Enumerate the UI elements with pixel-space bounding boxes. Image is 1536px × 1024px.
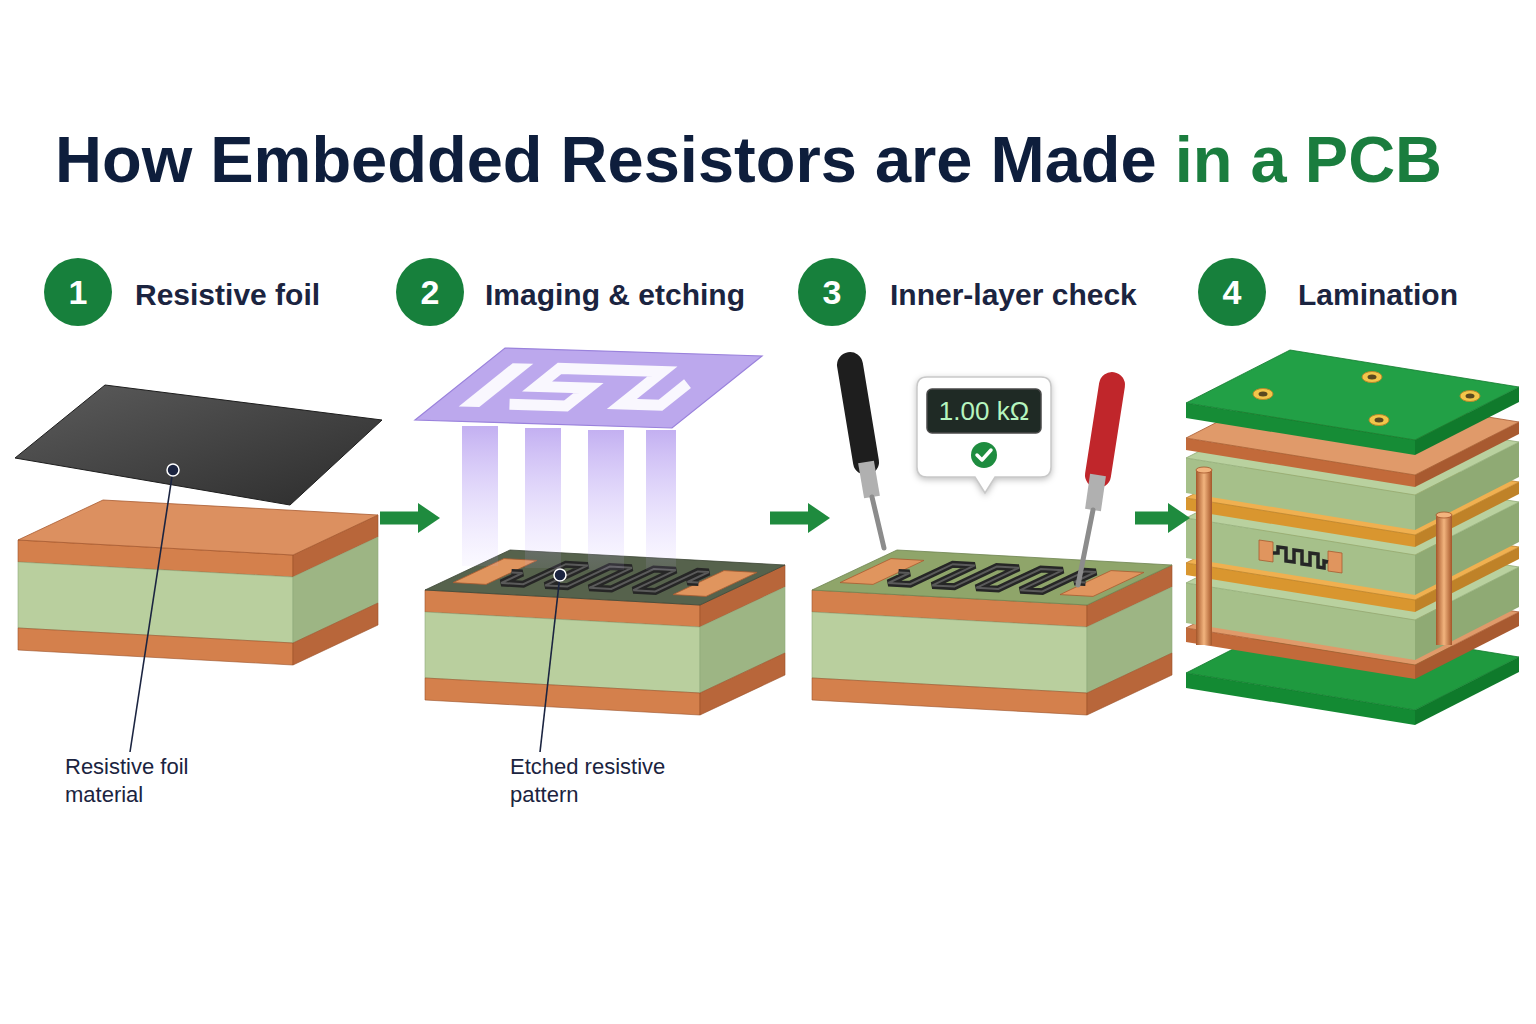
step-heading: Imaging & etching <box>485 275 745 315</box>
red-probe <box>1078 510 1093 585</box>
callout-label: Etched resistive pattern <box>510 753 675 809</box>
plated-hole <box>1466 394 1475 399</box>
laminated-stack <box>1186 350 1519 725</box>
laminated-stack <box>1259 540 1273 562</box>
plated-hole <box>1375 418 1384 423</box>
step-number-text: 3 <box>798 258 866 326</box>
uv-light <box>462 426 676 570</box>
laminate-board <box>18 500 378 555</box>
step-number: 3 <box>798 258 866 326</box>
uv-light <box>588 430 624 570</box>
laminated-stack <box>1273 547 1328 568</box>
test-board <box>812 550 1172 715</box>
laminate-board <box>18 500 378 665</box>
step-number-text: 4 <box>1198 258 1266 326</box>
photomask <box>415 348 762 428</box>
step-panel: Resistive foilResistive foil material1 <box>15 380 380 720</box>
photomask <box>510 368 688 406</box>
step-panel: Imaging & etchingEtched resistive patter… <box>440 340 770 720</box>
red-probe <box>1078 385 1112 585</box>
meter-value: 1.00 kΩ <box>927 389 1041 433</box>
resistive-foil-sheet <box>15 385 382 505</box>
laminated-stack <box>1186 350 1519 440</box>
leader-line <box>130 470 173 752</box>
leader-line <box>130 464 179 752</box>
uv-light <box>525 428 561 568</box>
step-heading: Resistive foil <box>135 275 320 315</box>
process-arrow <box>1135 512 1168 525</box>
laminated-stack <box>1328 551 1342 573</box>
black-probe <box>866 462 872 497</box>
step-number-text: 2 <box>396 258 464 326</box>
test-board <box>840 559 1144 597</box>
plated-hole <box>1460 391 1480 402</box>
check-badge <box>971 442 997 468</box>
diagram-title: How Embedded Resistors are Made in a PCB <box>55 127 1442 192</box>
uv-light <box>462 426 498 566</box>
plated-hole <box>1368 375 1377 380</box>
laminate-board <box>18 500 378 665</box>
meter-readout: 1.00 kΩ <box>915 375 1053 497</box>
meter-display <box>927 389 1041 433</box>
step-number: 4 <box>1198 258 1266 326</box>
via-barrel <box>1196 467 1452 645</box>
plated-hole <box>1253 372 1480 426</box>
black-probe <box>850 365 866 462</box>
via-barrel <box>1436 512 1452 518</box>
step-number-text: 1 <box>44 258 112 326</box>
process-arrow <box>380 512 418 525</box>
laminated-stack <box>1186 350 1519 455</box>
step-number: 1 <box>44 258 112 326</box>
leader-line <box>540 575 560 752</box>
step-number: 2 <box>396 258 464 326</box>
test-board <box>812 550 1172 605</box>
leader-line <box>167 464 179 476</box>
resistive-foil-sheet <box>15 385 382 505</box>
bubble-outline <box>917 377 1051 493</box>
plated-hole <box>1369 415 1389 426</box>
callout-label: Resistive foil material <box>65 753 230 809</box>
plated-hole <box>1259 392 1268 397</box>
process-arrow <box>770 512 808 525</box>
step-panel: Inner-layer check31.00 kΩ <box>830 340 1135 720</box>
plated-hole <box>1253 389 1273 400</box>
etched-board <box>425 550 785 715</box>
uv-light <box>646 430 676 570</box>
black-probe <box>872 497 884 548</box>
leader-line <box>554 569 566 581</box>
via-barrel <box>1196 467 1212 473</box>
callout-bubble <box>915 375 1053 497</box>
check-mark <box>977 450 991 460</box>
via-barrel <box>1196 470 1212 645</box>
step-panel: Lamination4 <box>1190 340 1520 720</box>
step-heading: Inner-layer check <box>890 275 1137 315</box>
photomask <box>415 348 762 428</box>
etched-board <box>425 550 785 715</box>
via-barrel <box>1436 515 1452 645</box>
test-board <box>812 550 1172 715</box>
plated-hole <box>1362 372 1382 383</box>
red-probe <box>1098 385 1112 475</box>
step-heading: Lamination <box>1298 275 1458 315</box>
leader-line <box>540 569 566 752</box>
black-probe <box>850 365 884 548</box>
red-probe <box>1093 475 1098 510</box>
